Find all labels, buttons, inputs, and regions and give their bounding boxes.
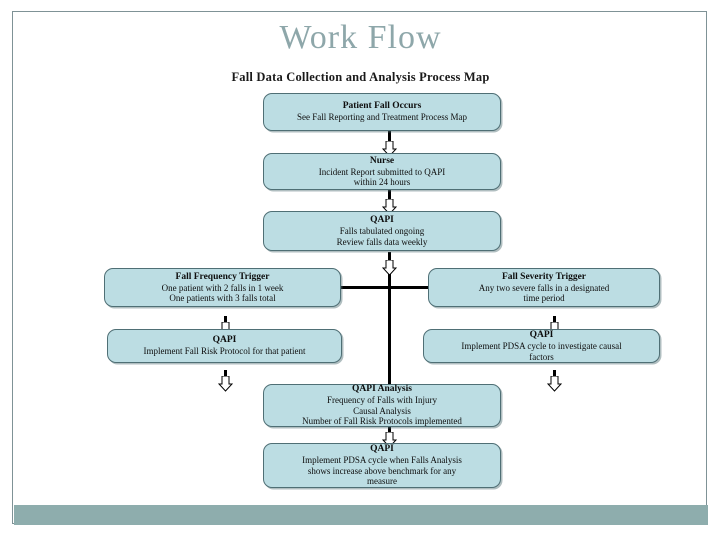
- flow-node-qapi-fall-risk-protocol[interactable]: QAPI Implement Fall Risk Protocol for th…: [107, 329, 342, 363]
- arrow-down-icon: [382, 199, 397, 215]
- node-line: time period: [523, 293, 565, 303]
- node-line: Review falls data weekly: [336, 236, 428, 247]
- arrow-down-icon-merge-right: [547, 376, 562, 392]
- arrow-down-icon: [382, 141, 397, 157]
- node-heading: Nurse: [369, 155, 395, 166]
- node-line: Frequency of Falls with Injury: [327, 395, 437, 406]
- node-line: Implement PDSA cycle to investigate caus…: [461, 341, 622, 351]
- flow-node-qapi-analysis[interactable]: QAPI Analysis Frequency of Falls with In…: [263, 384, 501, 427]
- node-heading: QAPI: [370, 215, 394, 225]
- node-line: measure: [367, 476, 397, 487]
- node-line: within 24 hours: [353, 177, 411, 187]
- node-line: See Fall Reporting and Treatment Process…: [297, 112, 467, 123]
- connector-line-branch: [276, 286, 502, 289]
- node-line: Number of Fall Risk Protocols implemente…: [302, 416, 462, 427]
- node-line: One patient with 2 falls in 1 week: [161, 282, 284, 293]
- node-line: Incident Report submitted to QAPI: [318, 166, 446, 177]
- arrow-down-icon-merge-left: [218, 376, 233, 392]
- node-heading: QAPI: [212, 335, 237, 346]
- diagram-subtitle: Fall Data Collection and Analysis Proces…: [231, 70, 490, 84]
- node-line: factors: [529, 351, 554, 362]
- page-title: Work Flow: [279, 19, 442, 56]
- flow-node-fall-frequency-trigger[interactable]: Fall Frequency Trigger One patient with …: [104, 268, 341, 307]
- connector-line-3: [388, 252, 391, 402]
- node-heading: Fall Severity Trigger: [501, 271, 587, 282]
- node-heading: QAPI: [529, 330, 554, 340]
- node-line: shows increase above benchmark for any: [307, 465, 457, 476]
- process-map-diagram: Patient Fall Occurs See Fall Reporting a…: [13, 12, 708, 525]
- node-heading: QAPI Analysis: [352, 384, 412, 395]
- flow-node-fall-severity-trigger[interactable]: Fall Severity Trigger Any two severe fal…: [428, 268, 660, 307]
- node-heading: QAPI: [370, 444, 394, 455]
- connector-line-4: [388, 420, 391, 440]
- flow-node-patient-fall-occurs[interactable]: Patient Fall Occurs See Fall Reporting a…: [263, 93, 501, 131]
- flow-node-nurse[interactable]: Nurse Incident Report submitted to QAPI …: [263, 153, 501, 190]
- slide-canvas: Work Flow Fall Data Collection and Analy…: [12, 11, 708, 525]
- flow-node-qapi-pdsa-causal[interactable]: QAPI Implement PDSA cycle to investigate…: [423, 329, 660, 363]
- node-heading: Patient Fall Occurs: [342, 101, 422, 112]
- node-line: Implement Fall Risk Protocol for that pa…: [143, 346, 306, 357]
- flow-node-qapi-tabulated[interactable]: QAPI Falls tabulated ongoing Review fall…: [263, 211, 501, 251]
- flow-node-qapi-pdsa-benchmark[interactable]: QAPI Implement PDSA cycle when Falls Ana…: [263, 443, 501, 488]
- node-line: Falls tabulated ongoing: [339, 226, 425, 236]
- node-line: One patients with 3 falls total: [169, 293, 276, 303]
- arrow-down-icon: [382, 260, 397, 276]
- footer-bar: [14, 505, 708, 525]
- node-heading: Fall Frequency Trigger: [175, 271, 270, 282]
- node-line: Causal Analysis: [353, 405, 411, 416]
- node-line: Any two severe falls in a designated: [478, 282, 610, 293]
- node-line: Implement PDSA cycle when Falls Analysis: [302, 455, 462, 466]
